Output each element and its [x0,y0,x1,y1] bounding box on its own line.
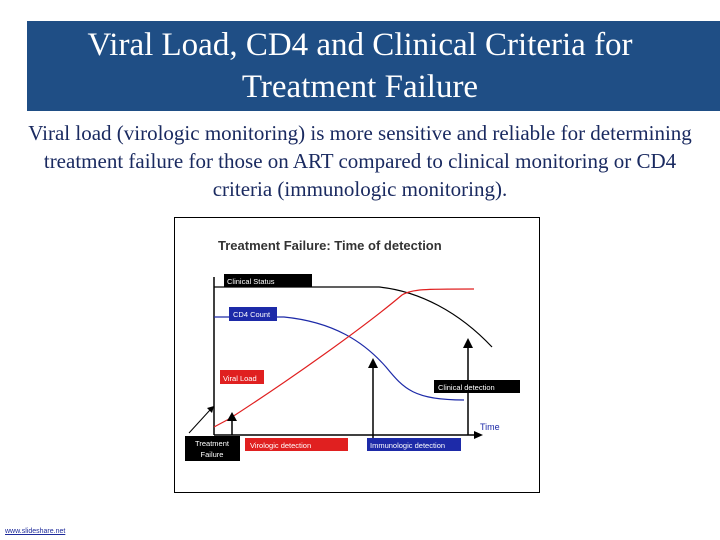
viral-load-label-box [220,370,264,384]
virologic-detection-label-box [245,438,348,451]
immunologic-arrowhead [368,358,378,368]
treatment-failure-label-box [185,436,240,461]
x-axis-arrowhead [474,431,483,439]
viral-load-label: Viral Load [223,374,257,383]
treatment-failure-label-line2: Failure [201,450,224,459]
figure-frame [174,217,540,493]
time-label: Time [480,422,500,432]
source-link[interactable]: www.slideshare.net [5,528,66,535]
treatment-failure-label-line1: Treatment [195,439,230,448]
figure-title: Treatment Failure: Time of detection [218,238,442,253]
immunologic-detection-label-box [367,438,461,451]
virologic-arrowhead [227,412,237,421]
title-bar [27,21,720,111]
clinical-arrowhead [463,338,473,348]
immunologic-detection-label: Immunologic detection [370,441,445,450]
cd4-count-label: CD4 Count [233,310,271,319]
treatment-failure-diagram: Treatment Failure: Time of detection Tim… [185,238,520,461]
slide-body-text: Viral load (virologic monitoring) is mor… [28,121,692,201]
treatment-failure-arrowhead [207,406,214,413]
cd4-count-curve [214,316,465,401]
cd4-count-label-box [229,307,277,321]
clinical-status-label-box [224,274,312,287]
clinical-status-label: Clinical Status [227,277,275,286]
virologic-detection-label: Virologic detection [250,441,311,450]
slide-title: Viral Load, CD4 and Clinical Criteria fo… [87,27,633,105]
clinical-detection-label: Clinical detection [438,383,495,392]
viral-load-curve [213,288,475,428]
treatment-failure-arrow [188,409,211,434]
clinical-status-curve [214,286,493,348]
clinical-detection-label-box [434,380,520,393]
